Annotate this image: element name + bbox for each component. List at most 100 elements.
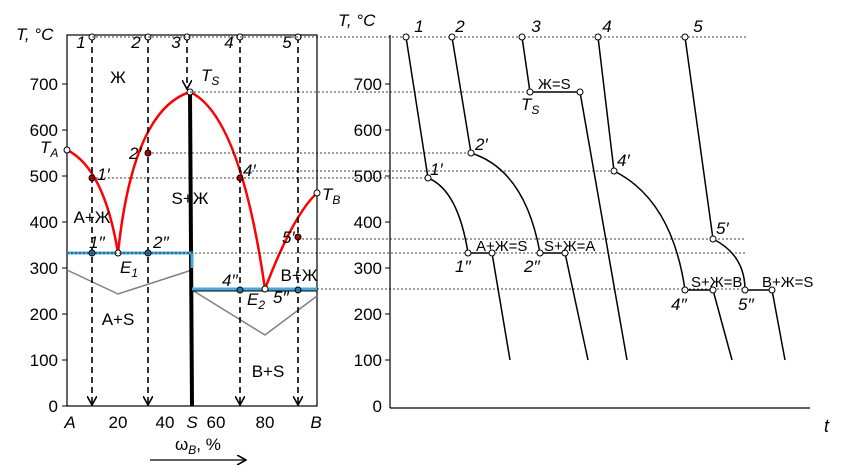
x-tick-label: 60 — [207, 413, 226, 432]
alloy-number: 2 — [130, 33, 141, 52]
left-y-tick-label: 400 — [30, 213, 58, 232]
reaction-labels: A+Ж=S S+Ж=A Ж=S S+Ж=B B+Ж=S — [476, 76, 813, 291]
reaction-liquid-s: Ж=S — [538, 76, 571, 93]
label-1-prime: 1′ — [97, 165, 110, 184]
label-5-prime: 5′ — [282, 228, 295, 247]
left-y-axis: 0 100 200 300 400 500 600 700 T, °C — [16, 25, 67, 416]
curve-label-1-prime: 1′ — [430, 160, 443, 179]
left-y-tick-label: 500 — [30, 167, 58, 186]
reaction-b-liquid-s: B+Ж=S — [762, 274, 813, 291]
right-y-axis: 0 100 200 300 400 500 600 700 T, °C t — [338, 11, 830, 436]
label-1-double-prime: 1′′ — [89, 233, 106, 252]
label-2-prime: 2′ — [128, 144, 142, 163]
curve-label-5-prime: 5′ — [716, 219, 729, 238]
cooling-curve-lines — [405, 36, 786, 361]
label-e1: E1 — [120, 258, 138, 280]
label-ta: TA — [40, 138, 58, 160]
right-y-tick-label: 500 — [354, 167, 382, 186]
x-tick-label: A — [63, 413, 75, 432]
left-y-axis-label: T, °C — [16, 25, 54, 44]
alloy-number: 3 — [171, 33, 181, 52]
cooling-curve-3 — [521, 36, 628, 361]
left-y-tick-label: 0 — [49, 397, 58, 416]
x-tick-label: 40 — [156, 413, 175, 432]
curve-number: 4 — [602, 17, 611, 36]
right-y-tick-label: 300 — [354, 259, 382, 278]
right-point-labels: 1′ 1′′ 2′ 2′′ 4′ 4′′ 5′ 5′′ TS — [430, 95, 755, 314]
left-phase-diagram: 0 100 200 300 400 500 600 700 T, °C A 20… — [16, 25, 340, 460]
curve-number: 5 — [693, 17, 703, 36]
curve-label-4-prime: 4′ — [617, 151, 630, 170]
region-labels: Ж A+Ж S+Ж B+Ж A+S B+S — [74, 68, 318, 381]
region-b-s: B+S — [252, 362, 285, 381]
label-4-prime: 4′ — [243, 161, 256, 180]
reaction-s-liquid-b: S+Ж=B — [691, 274, 742, 291]
left-y-tick-label: 700 — [30, 75, 58, 94]
ta-point — [63, 146, 71, 154]
right-y-tick-label: 600 — [354, 121, 382, 140]
point-5-prime — [294, 233, 302, 241]
point-5-double-prime — [294, 286, 302, 294]
x-axis-label-unit: , % — [196, 435, 221, 454]
curve-numbers: 1 2 3 4 5 — [414, 17, 703, 36]
curve-number: 2 — [454, 17, 465, 36]
cooling-curve-1 — [405, 36, 511, 361]
tb-point — [313, 189, 321, 197]
x-tick-label: S — [186, 413, 198, 432]
curve-label-4-double-prime: 4′′ — [671, 295, 688, 314]
region-s-liquid: S+Ж — [172, 189, 209, 208]
cooling-curve-5 — [684, 36, 786, 361]
x-tick-label: B — [310, 413, 321, 432]
region-a-liquid: A+Ж — [74, 208, 111, 227]
curve-label-2-prime: 2′ — [474, 135, 488, 154]
right-y-tick-label: 700 — [354, 75, 382, 94]
region-b-liquid: B+Ж — [281, 266, 318, 285]
x-axis-label: ωB, % — [175, 435, 221, 457]
temperature-level-lines — [67, 36, 746, 290]
right-y-tick-label: 0 — [373, 397, 382, 416]
label-tb: TB — [322, 185, 340, 207]
label-ts: TS — [201, 66, 219, 88]
curve-label-ts: TS — [521, 95, 539, 117]
label-4-double-prime: 4′′ — [222, 271, 239, 290]
curve-number: 3 — [531, 17, 541, 36]
x-tick-label: 80 — [256, 413, 275, 432]
left-point-labels: TA TB TS E1 E2 1′ 1′′ 2′ 2′′ 4′ 4′′ 5′ 5… — [40, 66, 340, 312]
reaction-s-liquid-a: S+Ж=A — [544, 238, 595, 255]
left-y-tick-label: 100 — [30, 351, 58, 370]
right-y-tick-label: 100 — [354, 351, 382, 370]
label-5-double-prime: 5′′ — [273, 288, 290, 307]
left-x-axis: A 20 40 S 60 80 B ωB, % — [63, 413, 322, 460]
x-axis-label-omega: ω — [175, 435, 188, 454]
reaction-a-liquid-s: A+Ж=S — [476, 238, 527, 255]
alloy-number: 4 — [224, 33, 233, 52]
alloy-lines — [92, 37, 298, 404]
curve-label-2-double-prime: 2′′ — [523, 257, 541, 276]
x-axis-label-subscript: B — [188, 443, 196, 457]
label-e2: E2 — [247, 290, 265, 312]
left-y-tick-label: 300 — [30, 259, 58, 278]
left-y-tick-label: 200 — [30, 305, 58, 324]
alloy-numbers: 1 2 3 4 5 — [76, 33, 292, 52]
right-cooling-curves: 0 100 200 300 400 500 600 700 T, °C t — [338, 11, 830, 436]
label-2-double-prime: 2′′ — [152, 233, 170, 252]
right-y-tick-label: 200 — [354, 305, 382, 324]
cooling-curve-points — [402, 33, 776, 294]
curve-label-1-double-prime: 1′′ — [455, 257, 472, 276]
right-x-axis-label: t — [824, 416, 830, 436]
e2-point — [261, 285, 269, 293]
x-tick-label: 20 — [109, 413, 128, 432]
right-y-tick-label: 400 — [354, 213, 382, 232]
compound-s-line — [188, 91, 194, 407]
region-a-s: A+S — [102, 310, 135, 329]
left-y-tick-label: 600 — [30, 121, 58, 140]
alloy-number: 1 — [76, 33, 85, 52]
right-y-axis-label: T, °C — [338, 11, 376, 30]
point-4-double-prime — [236, 286, 244, 294]
solvus-lines — [66, 269, 318, 336]
region-liquid: Ж — [110, 68, 126, 87]
alloy-number: 5 — [282, 33, 292, 52]
curve-label-5-double-prime: 5′′ — [738, 295, 755, 314]
curve-number: 1 — [414, 17, 423, 36]
